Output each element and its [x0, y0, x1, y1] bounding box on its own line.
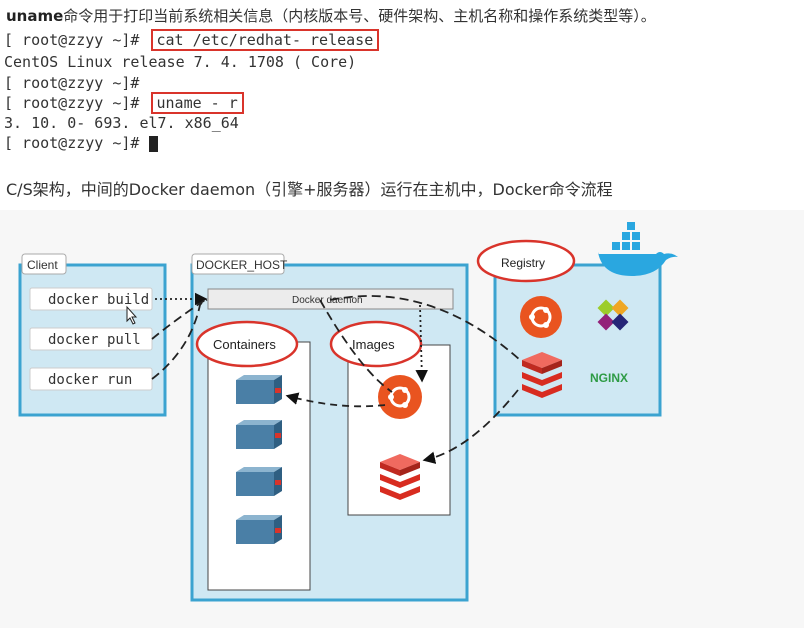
- terminal-prompt: [ root@zzyy ~]#: [4, 134, 140, 152]
- centos-icon: [597, 299, 629, 331]
- docker-daemon-label: Docker daemon: [292, 295, 363, 306]
- intro-command: uname: [6, 7, 64, 25]
- flow-arrows: [151, 292, 521, 464]
- docker-host-title: DOCKER_HOST: [196, 258, 288, 272]
- docker-host-panel: DOCKER_HOST Docker daemon Containers Ima…: [190, 253, 469, 602]
- terminal-prompt: [ root@zzyy ~]#: [4, 31, 140, 49]
- client-cmd-run: docker run: [48, 372, 132, 388]
- registry-panel: Registry: [476, 222, 678, 417]
- images-label: Images: [352, 337, 395, 352]
- terminal-line-2: CentOS Linux release 7. 4. 1708 ( Core): [4, 53, 357, 71]
- docker-architecture-diagram: Client docker build docker pull docker r…: [0, 210, 804, 628]
- intro-paragraph: uname命令用于打印当前系统相关信息（内核版本号、硬件架构、主机名称和操作系统…: [6, 5, 656, 26]
- redis-image-icon: [380, 454, 420, 500]
- ubuntu-registry-icon: [520, 296, 562, 338]
- container-icon: [236, 515, 282, 544]
- redis-registry-icon: [522, 352, 562, 398]
- diagram-caption: C/S架构，中间的Docker daemon（引擎+服务器）运行在主机中，Doc…: [6, 180, 613, 199]
- docker-whale-icon: [598, 222, 678, 276]
- nginx-logo: NGINX: [590, 371, 628, 385]
- terminal-line-6: [ root@zzyy ~]#: [4, 133, 158, 153]
- terminal-line-3: [ root@zzyy ~]#: [4, 74, 140, 92]
- terminal-line-1: [ root@zzyy ~]# cat /etc/redhat- release: [4, 29, 380, 51]
- terminal-cursor: [148, 135, 158, 152]
- container-icon: [236, 467, 282, 496]
- terminal-command-cat: cat /etc/redhat- release: [150, 29, 380, 51]
- terminal-command-uname: uname - r: [150, 92, 244, 114]
- client-cmd-build: docker build: [48, 292, 149, 308]
- client-title: Client: [27, 258, 58, 272]
- mouse-cursor-icon: [126, 305, 138, 325]
- container-icon: [236, 375, 282, 404]
- terminal-line-5: 3. 10. 0- 693. el7. x86_64: [4, 114, 239, 132]
- client-cmd-pull: docker pull: [48, 332, 141, 348]
- terminal-prompt: [ root@zzyy ~]#: [4, 94, 140, 112]
- terminal-line-4: [ root@zzyy ~]# uname - r: [4, 92, 244, 114]
- ubuntu-image-icon: [378, 375, 422, 419]
- containers-label: Containers: [213, 337, 276, 352]
- intro-text: 命令用于打印当前系统相关信息（内核版本号、硬件架构、主机名称和操作系统类型等）。: [63, 7, 656, 25]
- client-panel: Client docker build docker pull docker r…: [18, 253, 167, 417]
- container-icon: [236, 420, 282, 449]
- registry-title: Registry: [501, 256, 545, 270]
